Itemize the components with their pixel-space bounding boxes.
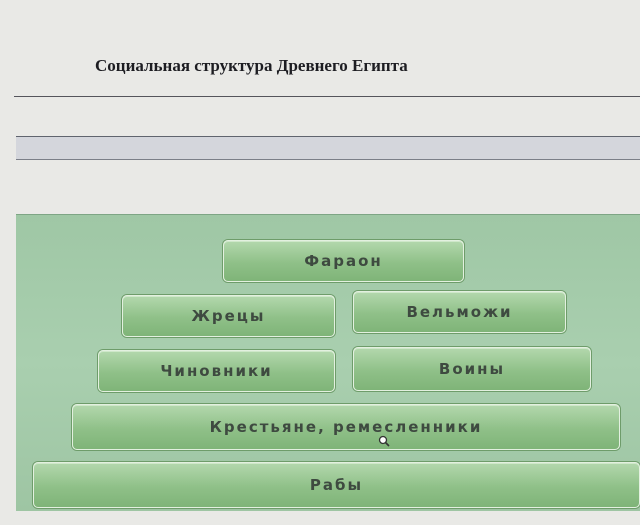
cursor-icon	[378, 435, 390, 447]
block-slaves[interactable]: Рабы	[33, 462, 640, 508]
block-pharaoh[interactable]: Фараон	[223, 240, 464, 282]
answer-field[interactable]	[16, 136, 640, 160]
block-priests[interactable]: Жрецы	[122, 295, 335, 337]
block-warriors[interactable]: Воины	[353, 347, 591, 391]
block-nobles[interactable]: Вельможи	[353, 291, 566, 333]
block-peasants-artisans[interactable]: Крестьяне, ремесленники	[72, 404, 620, 450]
title-underline	[14, 96, 640, 97]
page-title: Социальная структура Древнего Египта	[95, 56, 408, 75]
block-officials[interactable]: Чиновники	[98, 350, 335, 392]
